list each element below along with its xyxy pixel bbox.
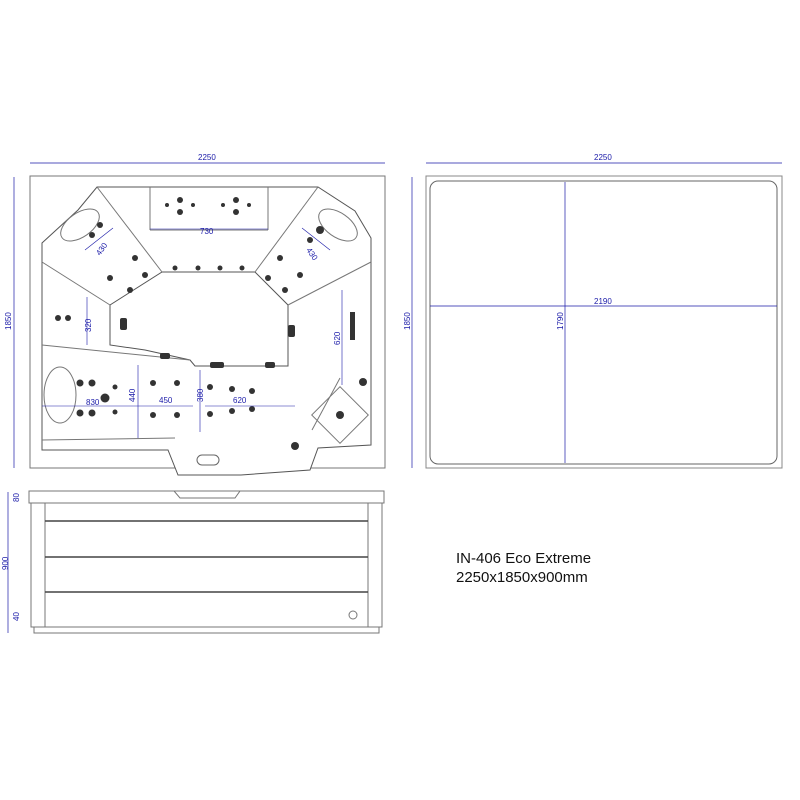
dim-left-seat: 320 [84, 318, 93, 332]
top-width-label: 2250 [198, 153, 216, 162]
product-model: IN-406 Eco Extreme [456, 550, 592, 567]
dim-lounger: 830 [86, 398, 100, 407]
top-depth-label: 1850 [4, 312, 13, 330]
dim-step-depth: 380 [196, 388, 205, 402]
side-height-label: 900 [1, 556, 10, 570]
dim-lounger-width: 440 [128, 388, 137, 402]
dim-step-width: 620 [233, 396, 247, 405]
dim-mid-floor: 450 [159, 396, 173, 405]
cover-inner-depth: 1790 [556, 312, 565, 330]
top-view [13, 162, 386, 476]
cover-view [411, 162, 783, 469]
cover-depth-label: 1850 [403, 312, 412, 330]
side-view [7, 490, 385, 634]
cover-width-label: 2250 [594, 153, 612, 162]
product-caption: IN-406 Eco Extreme 2250x1850x900mm [456, 549, 591, 587]
side-top-label: 80 [12, 493, 21, 502]
dim-top-seat: 730 [200, 227, 214, 236]
product-size: 2250x1850x900mm [456, 569, 588, 586]
cover-inner-width: 2190 [594, 297, 612, 306]
side-bottom-label: 40 [12, 612, 21, 621]
dim-right-seat: 620 [333, 331, 342, 345]
